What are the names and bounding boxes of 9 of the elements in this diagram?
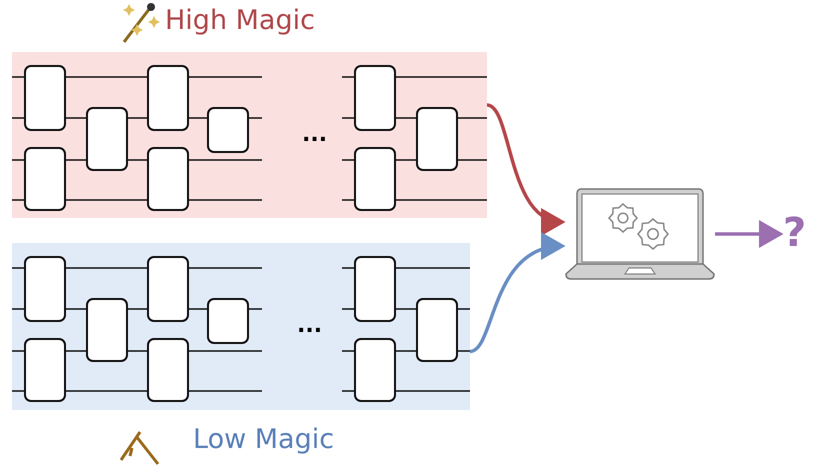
question-mark: ? xyxy=(783,210,806,256)
arrow xyxy=(469,234,566,354)
panel-heading: High Magic xyxy=(165,5,315,36)
panel-heading: Low Magic xyxy=(193,424,334,455)
arrow xyxy=(486,103,566,232)
arrow xyxy=(715,220,784,248)
ellipsis: ... xyxy=(297,313,322,338)
laptop-icon xyxy=(565,188,715,280)
ellipsis: ... xyxy=(302,122,328,147)
